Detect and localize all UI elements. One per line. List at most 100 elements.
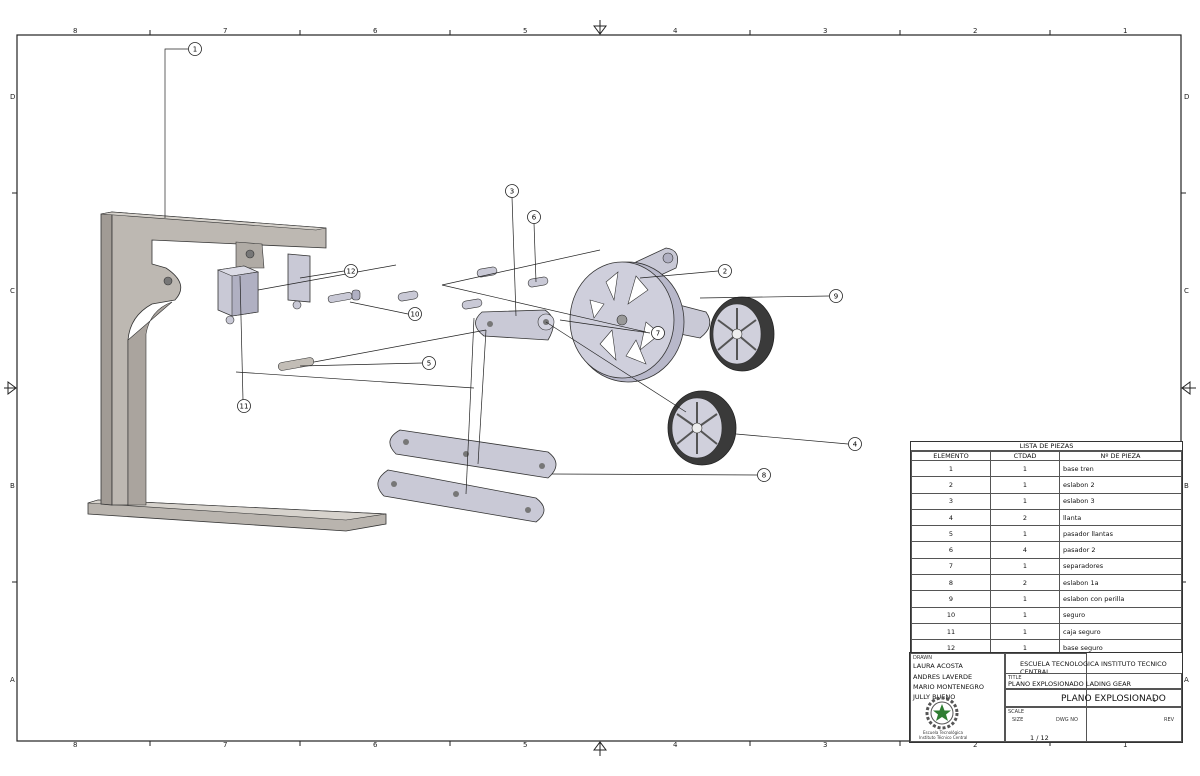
parts-list-cell-part: pasador llantas — [1059, 525, 1182, 543]
parts-list-cell-qty: 2 — [990, 574, 1060, 592]
parts-list-cell-part: separadores — [1059, 557, 1182, 576]
part-eslabon-1a-upper — [389, 429, 557, 479]
parts-list-cell-item: 10 — [911, 606, 991, 624]
zone-col-bottom-3: 3 — [823, 741, 828, 749]
parts-list-cell-part: seguro — [1059, 606, 1182, 624]
zone-col-top-1: 1 — [1123, 27, 1128, 35]
sheet-number: 1 / 12 — [1030, 734, 1049, 742]
balloon-label: 10 — [411, 310, 420, 318]
balloon-label: 2 — [723, 267, 727, 275]
zone-col-bottom-2: 2 — [973, 741, 978, 749]
zone-col-top-7: 7 — [223, 27, 228, 35]
parts-list-cell-item: 5 — [911, 525, 991, 543]
parts-list-cell-qty: 1 — [990, 492, 1060, 510]
title-cell: TITLE PLANO EXPLOSIONADO LADING GEAR — [1005, 673, 1182, 689]
balloon-label: 9 — [834, 292, 838, 300]
balloon-circle — [718, 264, 732, 278]
centering-marks — [4, 20, 1196, 756]
part-eslabon-con-perilla — [569, 261, 685, 383]
zone-row-right-a: A — [1184, 676, 1189, 684]
author-1: LAURA ACOSTA — [913, 662, 963, 670]
parts-list-cell-item: 1 — [911, 459, 991, 478]
zone-col-top-4: 4 — [673, 27, 678, 35]
parts-list-caption: LISTA DE PIEZAS — [911, 442, 1182, 451]
balloon-label: 5 — [427, 359, 431, 367]
parts-list-cell-part: eslabon 2 — [1059, 476, 1182, 494]
balloon-circle — [848, 437, 862, 451]
drawing-name: PLANO EXPLOSIONADO — [1061, 694, 1166, 704]
logo-line-1: Escuela Tecnológica — [923, 730, 963, 735]
balloon-circle — [188, 42, 202, 56]
parts-list-cell-part: eslabon 1a — [1059, 574, 1182, 592]
parts-list-cell-qty: 4 — [990, 541, 1060, 559]
zone-row-right-d: D — [1184, 93, 1190, 101]
author-4: JULLY BUENO — [913, 693, 956, 701]
zone-col-bottom-6: 6 — [373, 741, 378, 749]
parts-list-cell-item: 9 — [911, 590, 991, 608]
col-header-part: Nº DE PIEZA — [1059, 451, 1182, 461]
zone-col-bottom-5: 5 — [523, 741, 528, 749]
size-label: SIZE — [1012, 717, 1024, 723]
parts-list-cell-qty: 1 — [990, 590, 1060, 608]
title-block: DRAWN LAURA ACOSTA ANDRES LAVERDE MARIO … — [909, 652, 1183, 743]
institution-name: ESCUELA TECNOLOGICA INSTITUTO TECNICO CE… — [1020, 660, 1167, 676]
part-pasador-llantas — [277, 357, 315, 371]
parts-list-cell-item: 7 — [911, 557, 991, 576]
sheet-border — [16, 34, 1182, 742]
parts-list-cell-item: 6 — [911, 541, 991, 559]
balloon-label: 4 — [853, 440, 858, 448]
balloon-label: 1 — [193, 45, 197, 53]
parts-list-cell-part: pasador 2 — [1059, 541, 1182, 559]
part-llanta-upper — [709, 296, 775, 372]
parts-list-cell-part: base tren — [1059, 459, 1182, 478]
zone-row-right-c: C — [1184, 287, 1189, 295]
parts-list-cell-item: 3 — [911, 492, 991, 510]
institution-cell: ESCUELA TECNOLOGICA INSTITUTO TECNICO CE… — [1005, 653, 1182, 676]
balloon-circle — [527, 210, 541, 224]
parts-list-cell-item: 4 — [911, 508, 991, 527]
rev-label: REV — [1164, 717, 1175, 723]
parts-list-cell-part: caja seguro — [1059, 622, 1182, 641]
info-cell: SCALE SIZE DWG NO REV 1 / 12 — [1005, 707, 1182, 742]
balloon-label: 7 — [656, 329, 660, 337]
scale-label: SCALE — [1008, 709, 1025, 715]
parts-list-cell-qty: 2 — [990, 508, 1060, 527]
parts-list-cell-qty: 1 — [990, 459, 1060, 478]
balloon-circle — [757, 468, 771, 482]
balloon-circle — [829, 289, 843, 303]
parts-list-cell-part: eslabon 3 — [1059, 492, 1182, 510]
balloon-circle — [651, 326, 665, 340]
balloon-circle — [408, 307, 422, 321]
drawn-cell: DRAWN LAURA ACOSTA ANDRES LAVERDE MARIO … — [910, 653, 1005, 742]
parts-list-cell-qty: 1 — [990, 606, 1060, 624]
author-2: ANDRES LAVERDE — [913, 673, 973, 681]
balloon-label: 3 — [510, 187, 514, 195]
part-pasadores — [397, 266, 549, 310]
parts-list: LISTA DE PIEZAS ELEMENTO CTDAD Nº DE PIE… — [910, 441, 1183, 658]
drawing-title: PLANO EXPLOSIONADO LADING GEAR — [1008, 680, 1132, 688]
balloon-circle — [422, 356, 436, 370]
part-caja-seguro — [216, 265, 260, 325]
leader-lines — [164, 48, 849, 495]
drawn-label: DRAWN — [913, 655, 932, 661]
name-cell: PLANO EXPLOSIONADO 1 — [1005, 689, 1182, 707]
zone-row-left-a: A — [10, 676, 15, 684]
col-header-qty: CTDAD — [990, 451, 1060, 461]
part-eslabon-3 — [475, 309, 555, 341]
zone-col-bottom-1: 1 — [1123, 741, 1128, 749]
balloon-circle — [505, 184, 519, 198]
parts-list-cell-part: eslabon con perilla — [1059, 590, 1182, 608]
col-header-item: ELEMENTO — [911, 451, 991, 461]
zone-col-top-8: 8 — [73, 27, 78, 35]
